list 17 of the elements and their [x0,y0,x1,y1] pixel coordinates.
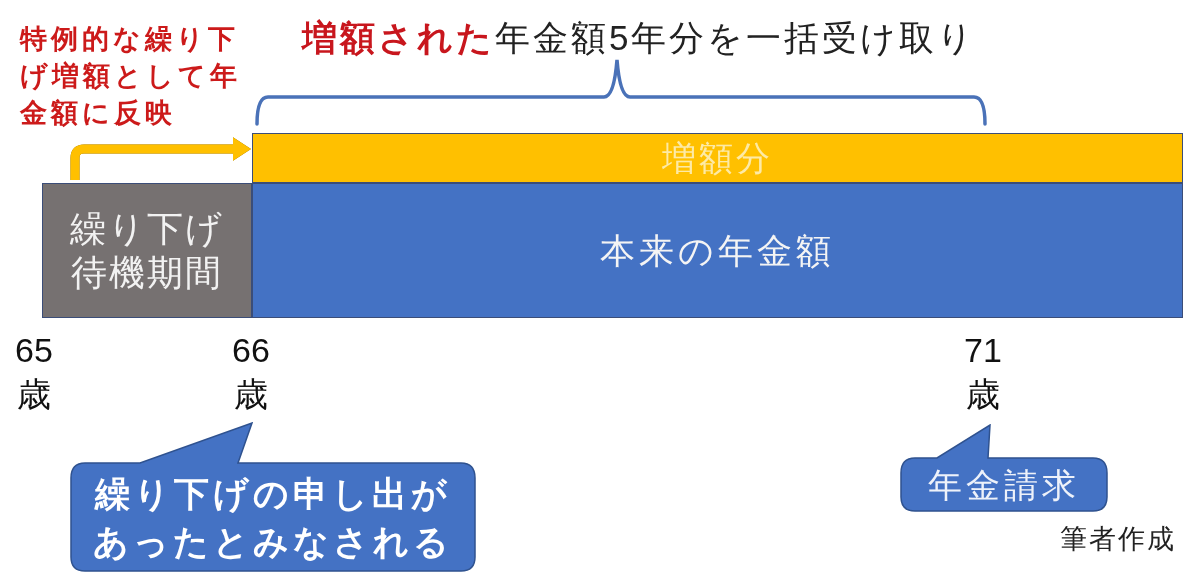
diagram-title: 増額された年金額5年分を一括受け取り [302,17,977,59]
segment-label: 繰り下げ待機期間 [69,206,225,295]
speech-callout [70,422,476,572]
waiting-period-block [42,183,252,318]
callout-text: 年金請求 [928,465,1080,506]
annotation-text: 特例的な繰り下げ増額として年金額に反映 [20,23,242,130]
bar-label: 本来の年金額 [600,229,835,272]
increase-bar [252,133,1183,183]
speech-callout [900,424,1108,512]
age-label: 71歳 [963,330,1003,415]
bent-arrow [70,137,251,180]
age-label: 65歳 [14,330,54,415]
callout-text: 繰り下げの申し出があったとみなされる [92,472,454,563]
bar-label: 増額分 [662,138,773,179]
pension-bar [252,183,1183,318]
age-label: 66歳 [231,330,271,415]
source-note: 筆者作成 [1060,523,1177,556]
